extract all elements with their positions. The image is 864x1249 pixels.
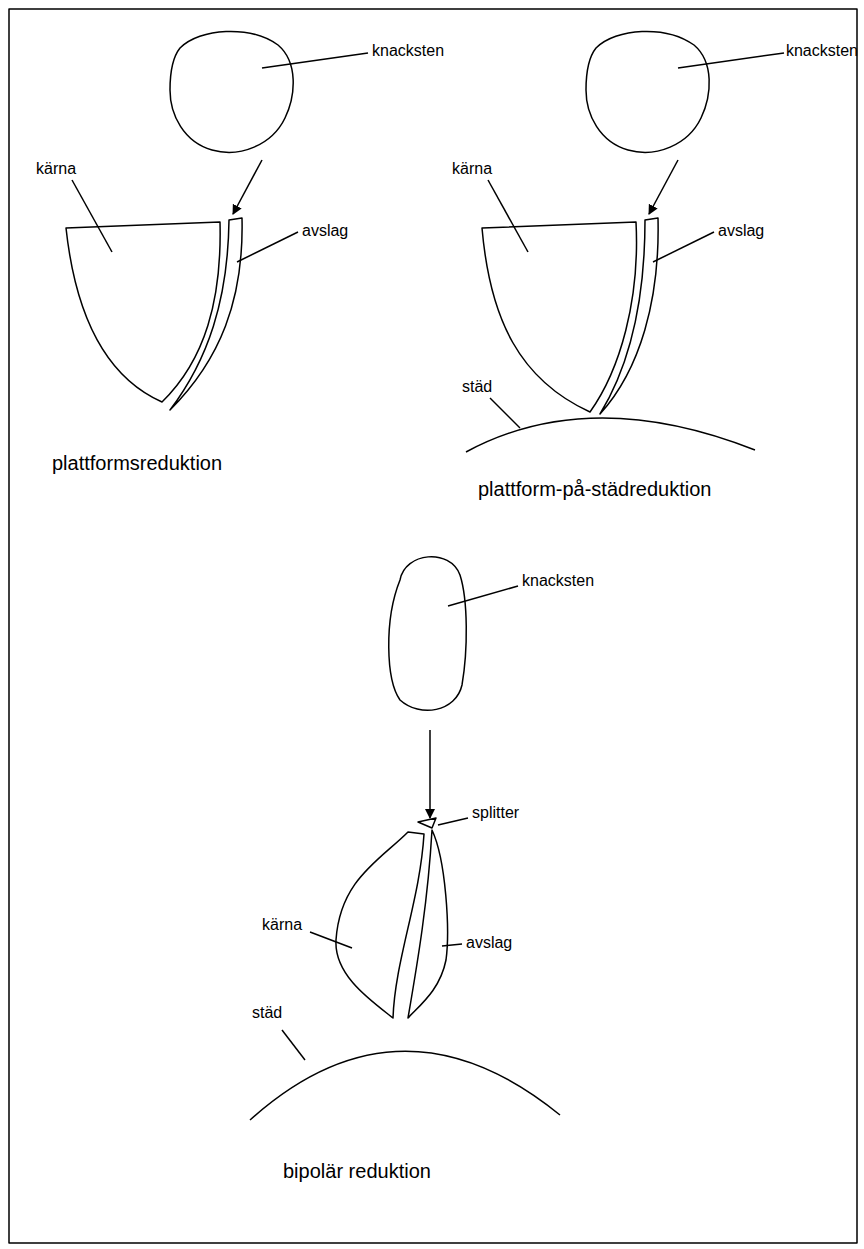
anvil: [250, 1051, 560, 1120]
leader: [282, 1030, 305, 1060]
part-label: knacksten: [372, 42, 444, 60]
leader: [310, 932, 352, 948]
hammerstone: [389, 557, 467, 711]
part-label: kärna: [262, 916, 302, 934]
part-label: städ: [252, 1004, 282, 1022]
frame: [9, 9, 857, 1243]
leader: [72, 180, 112, 252]
part-label: knacksten: [522, 572, 594, 590]
part-label: avslag: [302, 222, 348, 240]
strike-arrow: [649, 160, 678, 214]
core: [482, 222, 637, 412]
hammerstone: [586, 31, 709, 152]
leader: [237, 232, 298, 262]
strike-arrow: [429, 730, 431, 818]
hammerstone: [170, 31, 293, 152]
part-label: kärna: [452, 160, 492, 178]
part-label: kärna: [36, 160, 76, 178]
anvil: [466, 418, 755, 452]
part-label: avslag: [466, 934, 512, 952]
flake: [170, 218, 242, 410]
leader: [678, 53, 784, 68]
part-label: avslag: [718, 222, 764, 240]
method-caption: plattformsreduktion: [52, 452, 222, 475]
part-label: städ: [462, 378, 492, 396]
leader: [488, 180, 528, 252]
strike-arrow: [233, 160, 262, 214]
core: [66, 222, 220, 402]
leader: [442, 944, 462, 946]
part-label: splitter: [472, 804, 519, 822]
method-caption: bipolär reduktion: [283, 1160, 431, 1183]
leader: [490, 398, 520, 428]
core: [336, 832, 424, 1018]
leader: [653, 232, 714, 262]
method-caption: plattform-på-städreduktion: [478, 478, 711, 501]
flake: [408, 830, 447, 1018]
splinter: [418, 818, 436, 828]
part-label: knacksten: [786, 42, 858, 60]
leader: [262, 53, 368, 68]
flake: [600, 218, 658, 414]
leader: [438, 818, 468, 825]
leader: [448, 586, 518, 606]
